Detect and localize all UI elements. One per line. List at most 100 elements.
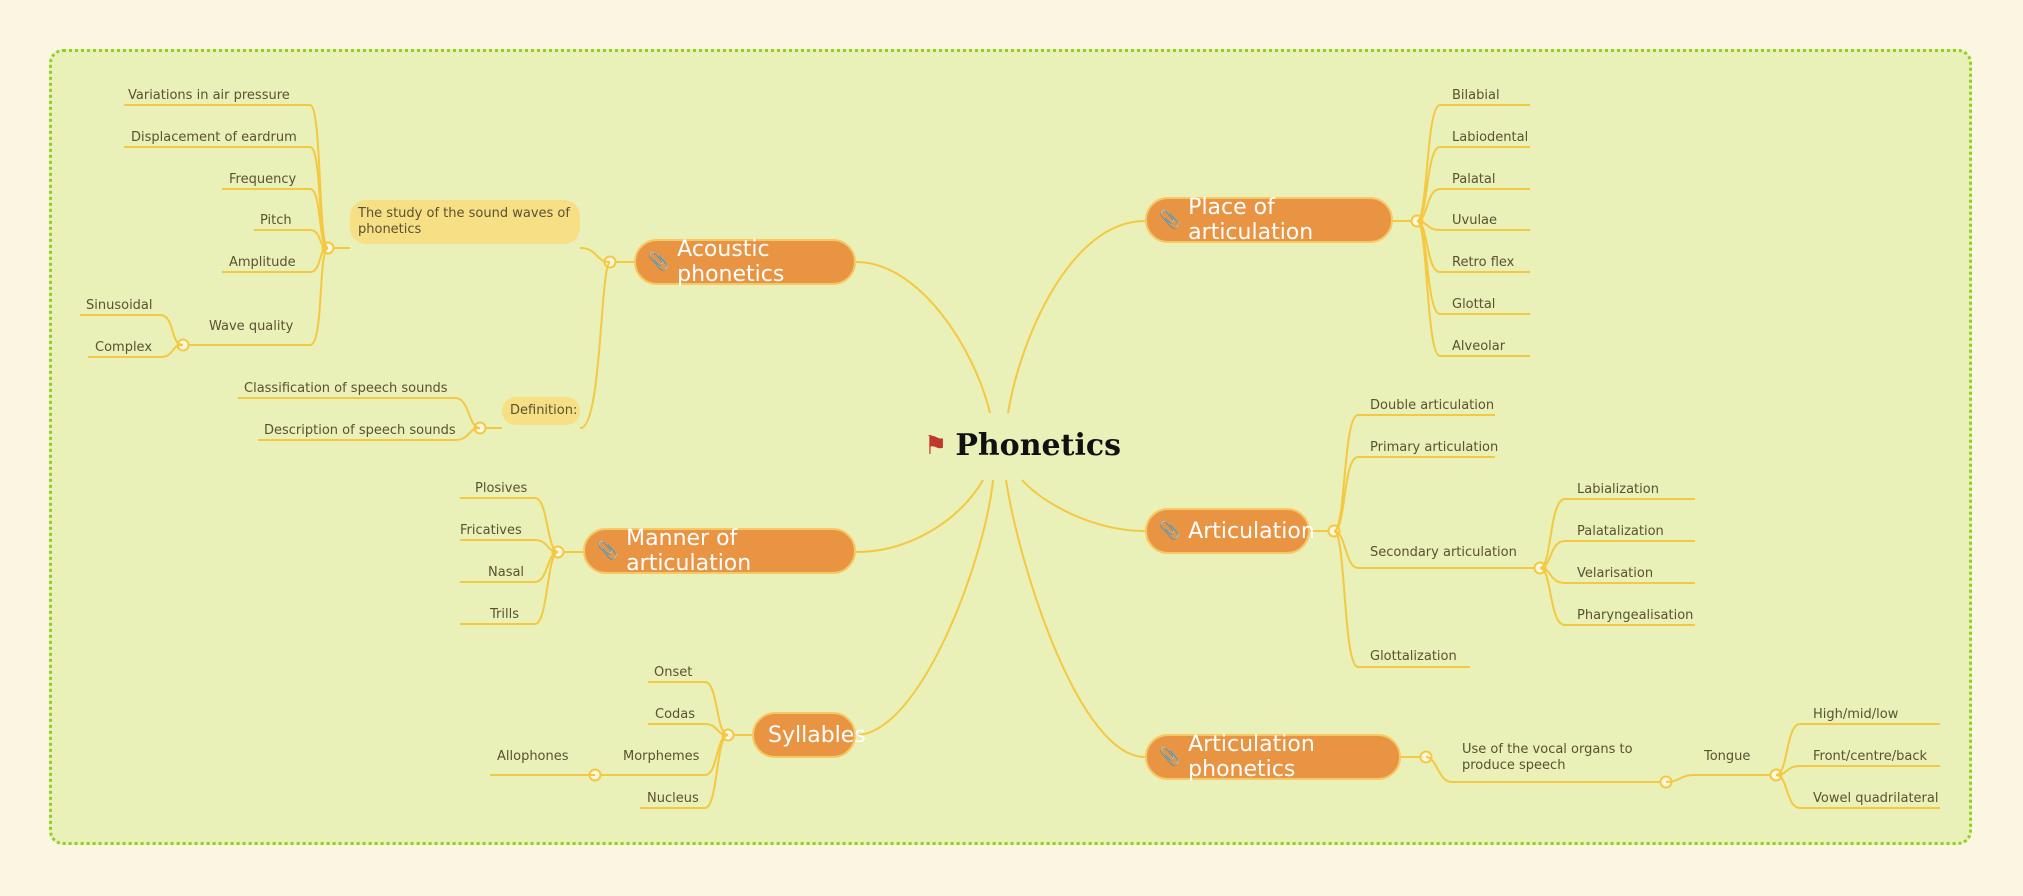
tongue-item[interactable]: Vowel quadrilateral (1813, 791, 1939, 806)
acoustic-property[interactable]: Displacement of eardrum (131, 130, 297, 145)
central-topic-label: Phonetics (955, 428, 1122, 463)
wave-quality-item[interactable]: Complex (95, 340, 153, 355)
topic-label: Articulation (1188, 518, 1315, 544)
acoustic-property[interactable]: Frequency (229, 172, 297, 187)
connector-line (1539, 498, 1695, 569)
topic-place-of-articulation[interactable]: 📎 Place of articulation (1145, 195, 1393, 245)
place-item[interactable]: Palatal (1452, 172, 1496, 187)
connector-line (640, 734, 729, 809)
topic-label: Manner of articulation (626, 526, 752, 576)
connector-line (648, 681, 729, 736)
attachment-icon: 📎 (1159, 747, 1181, 767)
secondary-item[interactable]: Velarisation (1577, 566, 1654, 581)
connector-line (238, 397, 481, 429)
secondary-item[interactable]: Palatalization (1577, 524, 1664, 539)
topic-acoustic-phonetics[interactable]: 📎 Acoustic phonetics (634, 237, 856, 287)
connector-line (579, 261, 611, 430)
connector-line (80, 314, 184, 346)
secondary-item[interactable]: Labialization (1577, 482, 1659, 497)
definition-item[interactable]: Classification of speech sounds (244, 381, 448, 396)
main-branch (1021, 479, 1146, 532)
connector-line (1425, 756, 1666, 783)
topic-syllables[interactable]: Syllables (752, 712, 866, 758)
connector-line (1665, 774, 1776, 783)
attachment-icon: 📎 (597, 541, 619, 561)
connector-line (1333, 530, 1540, 569)
connector-line (1775, 723, 1940, 776)
connector-line (1416, 220, 1530, 357)
connector-line (222, 188, 329, 249)
connector-line (258, 427, 481, 441)
place-item[interactable]: Labiodental (1452, 130, 1529, 145)
connector-line (183, 247, 329, 346)
connector-line (1539, 540, 1695, 569)
acoustic-description[interactable]: The study of the sound waves of phonetic… (350, 200, 580, 244)
connector-line (1775, 765, 1940, 776)
topic-manner-of-articulation[interactable]: 📎 Manner of articulation (583, 526, 856, 576)
central-topic[interactable]: ⚑ Phonetics (924, 428, 1121, 463)
wave-quality-node[interactable]: Wave quality (209, 319, 294, 334)
acoustic-property[interactable]: Amplitude (229, 255, 296, 270)
connector-line (579, 247, 611, 263)
place-item[interactable]: Alveolar (1452, 339, 1506, 354)
manner-item[interactable]: Nasal (488, 565, 525, 580)
connector-line (1333, 456, 1495, 532)
articulation-item[interactable]: Glottalization (1370, 649, 1457, 664)
manner-item[interactable]: Trills (490, 607, 519, 622)
main-branch (1005, 479, 1146, 758)
definition-node[interactable]: Definition: (502, 397, 580, 425)
secondary-articulation-node[interactable]: Secondary articulation (1370, 545, 1517, 560)
acoustic-property[interactable]: Variations in air pressure (128, 88, 290, 103)
secondary-item[interactable]: Pharyngealisation (1577, 608, 1694, 623)
topic-label: Articulation phonetics (1188, 732, 1315, 782)
tongue-item[interactable]: High/mid/low (1813, 707, 1899, 722)
definition-item[interactable]: Description of speech sounds (264, 423, 456, 438)
connector-line (460, 539, 559, 553)
main-branch (855, 261, 991, 414)
place-item[interactable]: Uvulae (1452, 213, 1498, 228)
attachment-icon: 📎 (1159, 210, 1181, 230)
articulation-item[interactable]: Double articulation (1370, 398, 1495, 413)
place-item[interactable]: Retro flex (1452, 255, 1515, 270)
syllables-item[interactable]: Nucleus (647, 791, 699, 806)
connector-line (648, 723, 729, 736)
connector-line (1539, 567, 1695, 626)
tongue-node[interactable]: Tongue (1704, 749, 1751, 764)
syllables-item[interactable]: Codas (655, 707, 696, 722)
acoustic-property[interactable]: Pitch (260, 213, 292, 228)
connector-line (254, 229, 329, 249)
connector-line (1416, 104, 1530, 222)
connector-line (1333, 414, 1495, 532)
wave-quality-item[interactable]: Sinusoidal (86, 298, 153, 313)
topic-articulation-phonetics[interactable]: 📎 Articulation phonetics (1145, 732, 1401, 782)
place-item[interactable]: Glottal (1452, 297, 1496, 312)
articulation-item[interactable]: Primary articulation (1370, 440, 1499, 455)
main-branch (855, 479, 994, 736)
tongue-item[interactable]: Front/centre/back (1813, 749, 1928, 764)
attachment-icon: 📎 (1159, 521, 1181, 541)
syllables-item[interactable]: Onset (654, 665, 693, 680)
artphon-use-node[interactable]: Use of the vocal organs to produce speec… (1462, 742, 1633, 773)
topic-label: Syllables (768, 722, 866, 748)
connector-line (1775, 774, 1940, 809)
connector-line (222, 247, 329, 273)
connector-line (460, 497, 559, 553)
place-item[interactable]: Bilabial (1452, 88, 1500, 103)
main-branch (1007, 220, 1146, 414)
connector-line (460, 551, 559, 625)
manner-item[interactable]: Plosives (475, 481, 528, 496)
topic-label: Acoustic phonetics (677, 237, 785, 287)
connector-line (124, 146, 329, 249)
topic-articulation[interactable]: 📎 Articulation (1145, 508, 1315, 554)
connector-line (124, 104, 329, 249)
connector-line (1416, 146, 1530, 222)
connector-line (1416, 188, 1530, 222)
mindmap-frame (49, 49, 1972, 845)
morphemes-node[interactable]: Morphemes (623, 749, 700, 764)
connector-line (88, 344, 184, 358)
topic-label: Place of articulation (1188, 195, 1314, 245)
morphemes-item[interactable]: Allophones (497, 749, 569, 764)
flag-icon: ⚑ (924, 430, 948, 461)
manner-item[interactable]: Fricatives (460, 523, 522, 538)
